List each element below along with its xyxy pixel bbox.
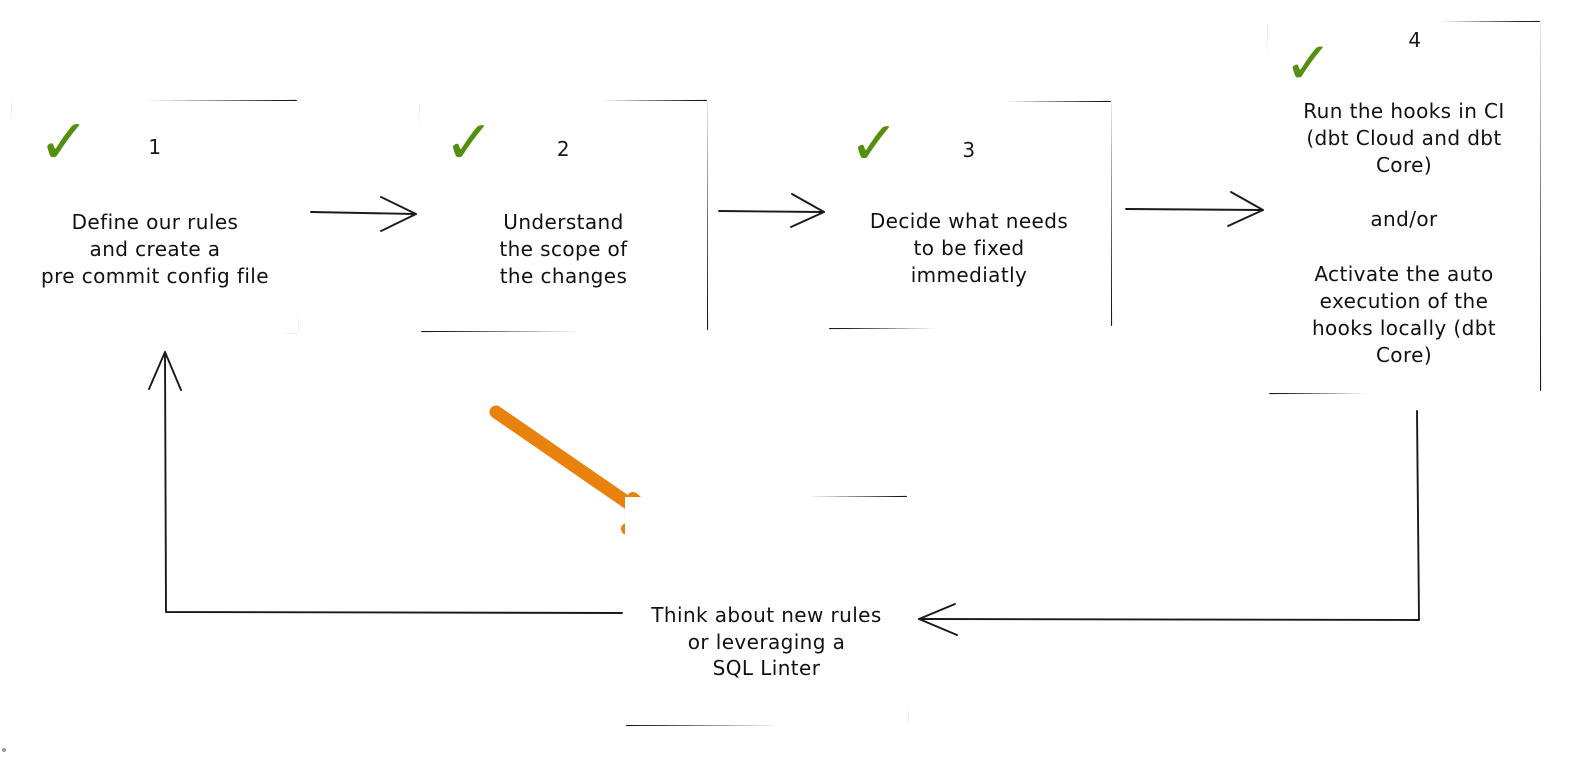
arrow-loop-to-1 — [148, 351, 623, 614]
arrow-2-to-3 — [718, 193, 825, 228]
step-3-node[interactable]: ✓ 3 Decide what needs to be fixed immedi… — [827, 102, 1111, 328]
step-text-secondary: Activate the auto execution of the hooks… — [1311, 262, 1497, 367]
step-number: 4 — [1408, 28, 1422, 52]
arrow-1-to-2 — [310, 196, 417, 232]
step-1-node[interactable]: ✓ 1 Define our rules and create a pre co… — [12, 101, 298, 333]
step-text: Decide what needs to be fixed immediatly — [869, 209, 1069, 287]
step-4-node[interactable]: ✓ 4 Run the hooks in CI (dbt Cloud and d… — [1268, 22, 1540, 393]
arrow-4-to-loop — [918, 410, 1420, 636]
step-text: Understand the scope of the changes — [499, 210, 628, 288]
stray-ink-dot — [2, 748, 6, 752]
step-text: Define our rules and create a pre commit… — [41, 210, 269, 288]
checkmark-icon: ✓ — [1284, 29, 1333, 97]
checkmark-icon: ✓ — [38, 105, 90, 178]
step-number: 2 — [556, 137, 571, 161]
arrow-3-to-4 — [1125, 191, 1264, 227]
step-loop-node[interactable]: Think about new rules or leveraging a SQ… — [625, 497, 908, 725]
step-2-node[interactable]: ✓ 2 Understand the scope of the changes — [420, 101, 707, 331]
checkmark-icon: ✓ — [444, 108, 495, 178]
step-text-connector: and/or — [1370, 207, 1438, 232]
step-text: Think about new rules or leveraging a SQ… — [651, 602, 882, 681]
step-text-primary: Run the hooks in CI (dbt Cloud and dbt C… — [1303, 99, 1505, 177]
step-number: 1 — [148, 135, 162, 159]
checkmark-icon: ✓ — [849, 109, 900, 179]
step-number: 3 — [962, 138, 976, 162]
